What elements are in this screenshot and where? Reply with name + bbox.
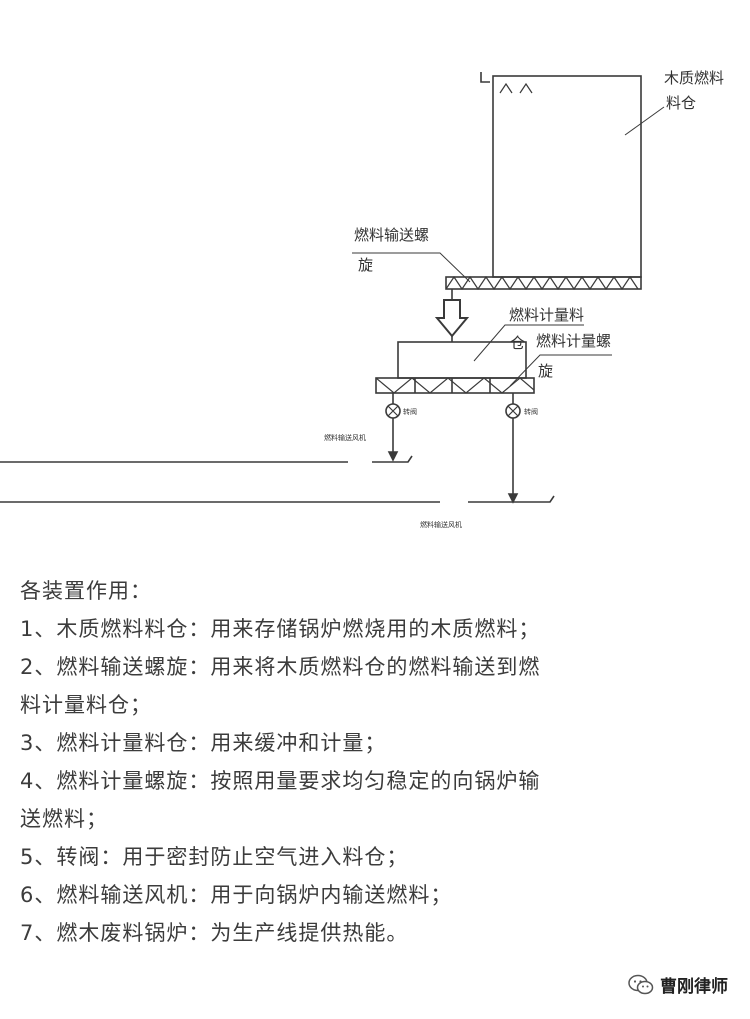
fuel-conveyor-screw [352,252,642,291]
fuel-metering-bin-label-2: 仓 [510,334,525,352]
function-line-2: 2、燃料输送螺旋：用来将木质燃料仓的燃料输送到燃 [20,655,541,679]
air-conveying-lines [0,455,555,503]
rotary-valve-right-label: 转阀 [524,407,538,416]
wood-fuel-bin-label: 木质燃料 [664,69,724,87]
function-line-1: 1、木质燃料料仓：用来存储锅炉燃烧用的木质燃料； [20,617,541,641]
fuel-metering-screw-label-2: 旋 [538,362,553,380]
wood-fuel-bin [480,72,665,278]
rotary-valve-left [385,393,401,462]
function-line-8: 6、燃料输送风机：用于向锅炉内输送燃料； [20,883,453,907]
rotary-valve-left-label: 转阀 [403,407,417,416]
function-line-7: 5、转阀：用于密封防止空气进入料仓； [20,845,409,869]
function-line-4: 3、燃料计量料仓：用来缓冲和计量； [20,731,387,755]
function-line-6: 送燃料； [20,807,108,831]
watermark-text: 曹刚律师 [660,977,728,997]
fuel-conveyor-screw-label-2: 旋 [358,256,373,274]
functions-heading: 各装置作用： [20,579,152,603]
wood-fuel-bin-label-2: 料仓 [666,94,696,112]
fuel-metering-screw [375,354,612,394]
wechat-icon [628,974,654,994]
fuel-metering-screw-label: 燃料计量螺 [536,332,611,350]
function-line-9: 7、燃木废料锅炉：为生产线提供热能。 [20,921,409,945]
feed-down-arrow [434,289,470,338]
fuel-conveyor-screw-label: 燃料输送螺 [354,226,429,244]
rotary-valve-right [505,393,521,504]
function-line-3: 料计量料仓； [20,693,152,717]
device-functions-text: 各装置作用： 1、木质燃料料仓：用来存储锅炉燃烧用的木质燃料； 2、燃料输送螺旋… [20,572,720,952]
blower-lower-label: 燃料输送风机 [420,520,462,529]
fuel-metering-bin-label: 燃料计量料 [509,306,584,324]
process-diagram: 木质燃料 料仓 燃料输送螺 旋 燃料计量料 仓 燃料计量螺 旋 转阀 转阀 燃料… [0,69,724,529]
watermark: 曹刚律师 [628,972,728,997]
blower-upper-label: 燃料输送风机 [324,433,366,442]
function-line-5: 4、燃料计量螺旋：按照用量要求均匀稳定的向锅炉输 [20,769,541,793]
